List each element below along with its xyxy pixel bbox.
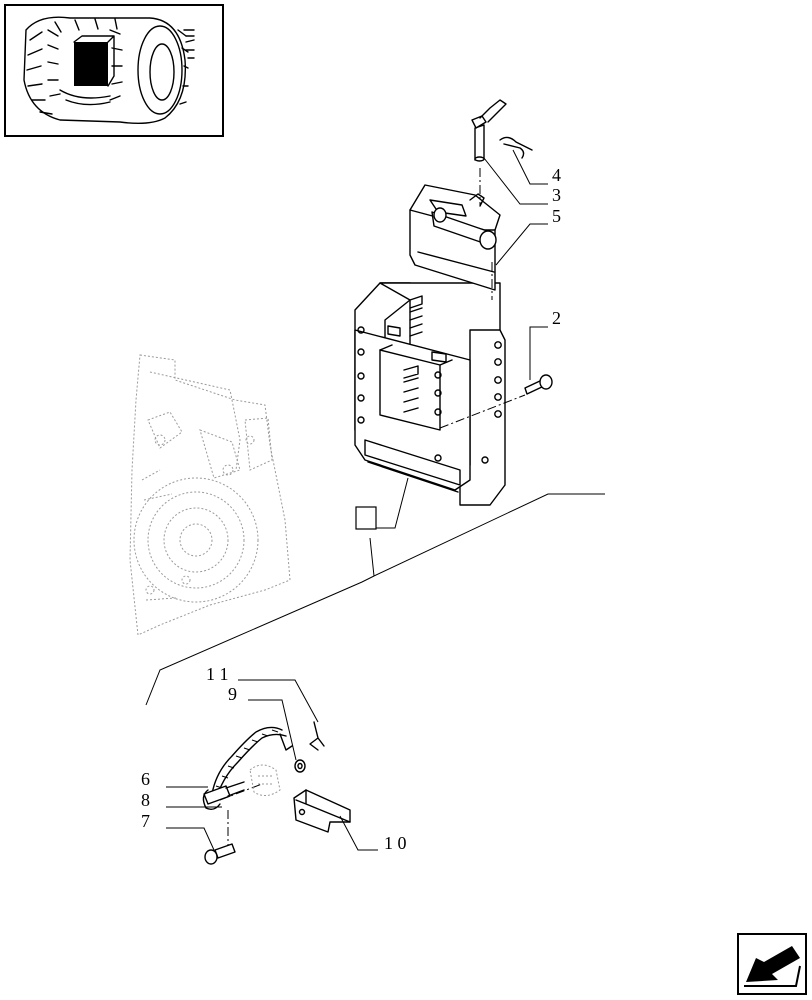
callout-3: 3 — [552, 185, 561, 205]
leader-lines-lower — [166, 679, 378, 851]
hitch-pin-lower[interactable] — [204, 843, 236, 865]
hitch-pin[interactable] — [471, 99, 507, 162]
reference-box[interactable] — [355, 506, 377, 530]
split-pin[interactable] — [309, 721, 325, 751]
bolt[interactable] — [524, 374, 553, 395]
leader-lines-upper — [376, 149, 548, 529]
callout-2: 2 — [552, 308, 561, 328]
coupling-jaw[interactable] — [409, 184, 501, 291]
callout-4: 4 — [552, 165, 561, 185]
callout-11: 1 1 — [206, 664, 229, 684]
chain[interactable] — [211, 726, 287, 801]
mounting-bracket[interactable] — [293, 789, 351, 833]
callout-9: 9 — [228, 684, 237, 704]
arrow-back-icon[interactable] — [737, 933, 807, 995]
locator-thumbnail[interactable] — [4, 4, 224, 137]
tractor-wheel-icon — [23, 16, 195, 125]
callout-8: 8 — [141, 790, 150, 810]
callout-labels: 4 3 5 2 1 1 9 6 8 7 1 0 — [141, 165, 561, 853]
washer[interactable] — [294, 759, 306, 773]
r-clip[interactable] — [499, 136, 533, 159]
section-divider — [145, 493, 605, 706]
linch-pin[interactable] — [202, 733, 293, 811]
callout-6: 6 — [141, 769, 150, 789]
callout-5: 5 — [552, 206, 561, 226]
ghost-bushing — [249, 764, 281, 796]
background-housing-outline — [129, 354, 291, 636]
callout-10: 1 0 — [384, 833, 407, 853]
hitch-bracket[interactable] — [354, 282, 506, 506]
callout-7: 7 — [141, 811, 150, 831]
